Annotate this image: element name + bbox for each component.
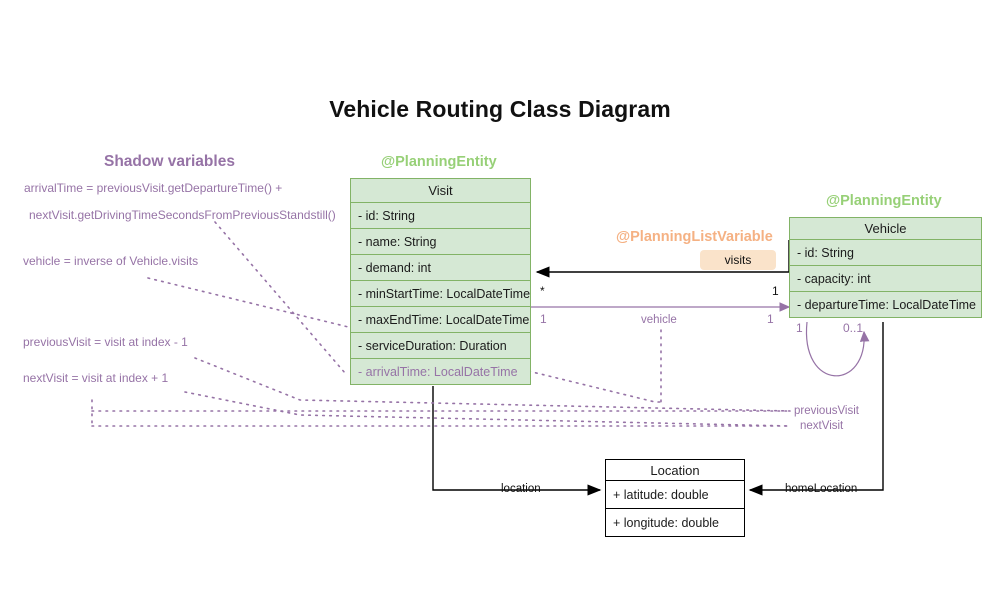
- edge-label-home-location: homeLocation: [785, 483, 858, 495]
- multiplicity-visits-source: *: [540, 284, 545, 298]
- class-box-visit: Visit - id: String - name: String - dema…: [350, 178, 531, 385]
- shadow-variable-line: vehicle = inverse of Vehicle.visits: [23, 254, 199, 268]
- attribute-row: - id: String: [350, 203, 531, 229]
- shadow-variable-line: nextVisit.getDrivingTimeSecondsFromPrevi…: [29, 208, 336, 222]
- attribute-row: - serviceDuration: Duration: [350, 333, 531, 359]
- shadow-variable-line: nextVisit = visit at index + 1: [23, 371, 169, 385]
- page-title: Vehicle Routing Class Diagram: [329, 96, 671, 122]
- attribute-row: - id: String: [789, 240, 982, 266]
- class-name-visit: Visit: [350, 178, 531, 203]
- attribute-row: - capacity: int: [789, 266, 982, 292]
- class-box-location: Location + latitude: double + longitude:…: [605, 459, 745, 537]
- edge-label-vehicle: vehicle: [641, 314, 677, 326]
- shadow-variables-title: Shadow variables: [104, 153, 235, 170]
- shadow-variable-line: previousVisit = visit at index - 1: [23, 335, 188, 349]
- class-name-vehicle: Vehicle: [789, 217, 982, 240]
- attribute-row: - demand: int: [350, 255, 531, 281]
- attribute-row: - departureTime: LocalDateTime: [789, 292, 982, 318]
- edge-label-next-visit: nextVisit: [800, 420, 844, 432]
- attribute-row: + longitude: double: [605, 509, 745, 537]
- stereotype-visit: @PlanningEntity: [381, 154, 497, 170]
- stereotype-vehicle: @PlanningEntity: [826, 193, 942, 209]
- multiplicity-vehicle-target: 1: [767, 312, 774, 326]
- class-name-location: Location: [605, 459, 745, 481]
- stereotype-planning-list-variable: @PlanningListVariable: [616, 229, 773, 245]
- multiplicity-self-loop-target: 0..1: [843, 321, 864, 335]
- shadow-variable-line: arrivalTime = previousVisit.getDeparture…: [24, 181, 283, 195]
- attribute-row: - name: String: [350, 229, 531, 255]
- edge-label-location: location: [501, 483, 541, 495]
- multiplicity-self-loop-source: 1: [796, 321, 803, 335]
- edge-location: [432, 386, 602, 496]
- multiplicity-visits-target: 1: [772, 284, 779, 298]
- attribute-row-shadow: - arrivalTime: LocalDateTime: [350, 359, 531, 385]
- attribute-row: + latitude: double: [605, 481, 745, 509]
- attribute-row: - minStartTime: LocalDateTime: [350, 281, 531, 307]
- class-box-vehicle: Vehicle - id: String - capacity: int - d…: [789, 217, 982, 318]
- multiplicity-vehicle-source: 1: [540, 312, 547, 326]
- edge-label-previous-visit: previousVisit: [794, 405, 859, 417]
- attribute-row: - maxEndTime: LocalDateTime: [350, 307, 531, 333]
- edge-badge-visits: visits: [700, 250, 776, 270]
